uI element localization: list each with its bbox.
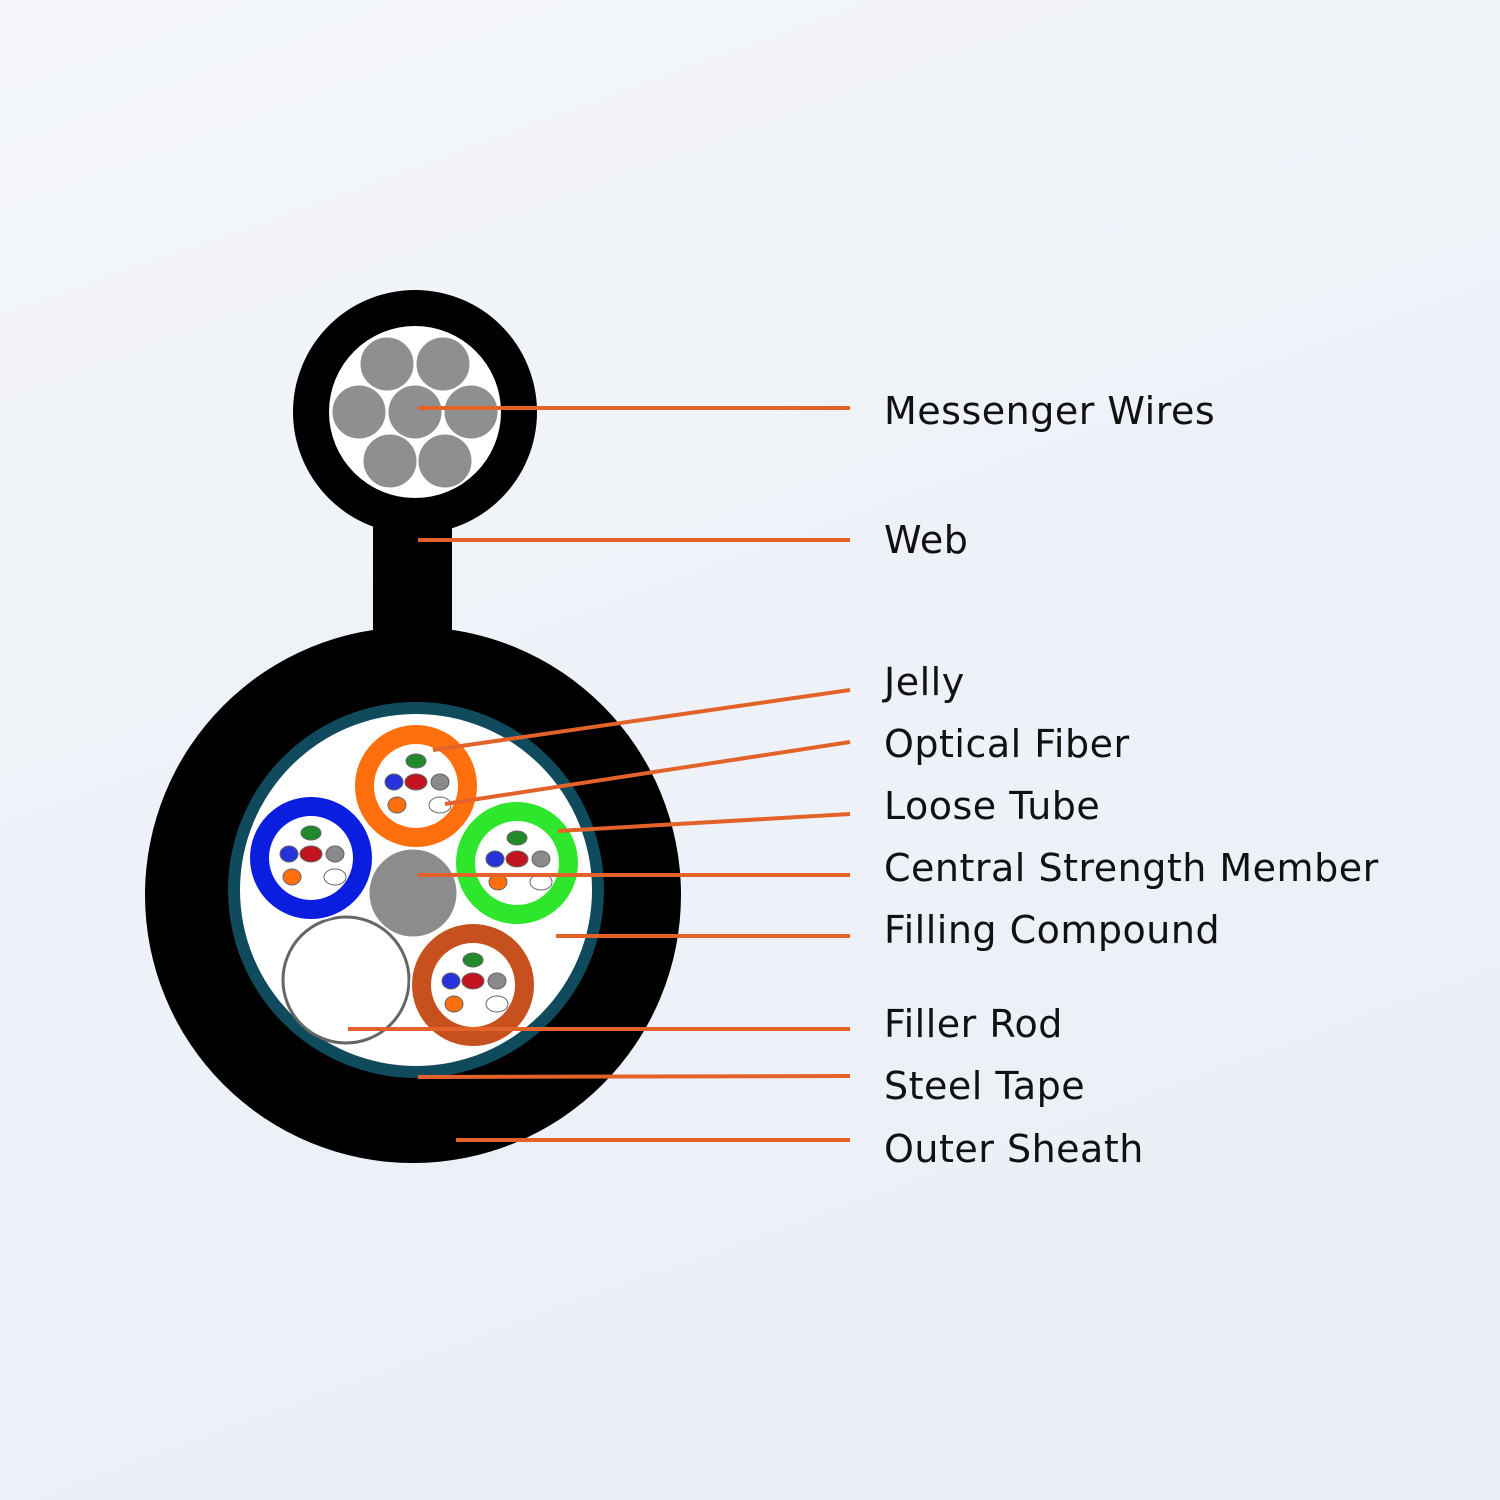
optical-fiber [485, 850, 505, 868]
optical-fiber [299, 845, 323, 863]
optical-fiber [461, 972, 485, 990]
filler-rod [281, 915, 411, 1045]
messenger-wire [386, 383, 444, 441]
optical-fiber [323, 868, 347, 886]
leader-steel-tape [417, 1074, 851, 1079]
optical-fiber [487, 972, 507, 990]
label-steel-tape: Steel Tape [884, 1064, 1086, 1108]
optical-fiber [279, 845, 299, 863]
optical-fiber [325, 845, 345, 863]
tube-outline [454, 800, 580, 926]
optical-fiber [505, 850, 529, 868]
optical-fiber [462, 952, 484, 968]
optical-fiber [531, 850, 551, 868]
optical-fiber [444, 995, 464, 1013]
label-jelly: Jelly [884, 660, 965, 704]
messenger-wire [361, 432, 419, 490]
optical-fiber [506, 830, 528, 846]
optical-fiber [387, 796, 407, 814]
messenger-wire [358, 335, 416, 393]
label-messenger-wires: Messenger Wires [884, 389, 1216, 433]
label-web: Web [884, 518, 969, 562]
label-outer-sheath: Outer Sheath [884, 1127, 1144, 1171]
label-central-strength-member: Central Strength Member [884, 846, 1379, 890]
central-strength-member [366, 846, 460, 940]
messenger-wire [414, 335, 472, 393]
leader-optical-fiber [444, 740, 851, 806]
leader-jelly [432, 688, 851, 752]
optical-fiber [430, 773, 450, 791]
messenger-wire [416, 432, 474, 490]
tube-outline [248, 795, 374, 921]
tube-outline [353, 723, 479, 849]
leader-loose-tube [557, 812, 851, 833]
optical-fiber [485, 995, 509, 1013]
optical-fiber [282, 868, 302, 886]
optical-fiber [405, 753, 427, 769]
label-loose-tube: Loose Tube [884, 784, 1101, 828]
messenger-wire [442, 383, 500, 441]
label-optical-fiber: Optical Fiber [884, 722, 1130, 766]
optical-fiber [300, 825, 322, 841]
optical-fiber [441, 972, 461, 990]
label-filling-compound: Filling Compound [884, 908, 1221, 952]
optical-fiber [384, 773, 404, 791]
optical-fiber [404, 773, 428, 791]
messenger-wire [330, 383, 388, 441]
tube-outline [410, 922, 536, 1048]
label-filler-rod: Filler Rod [884, 1002, 1063, 1046]
leader-lines [348, 406, 851, 1142]
